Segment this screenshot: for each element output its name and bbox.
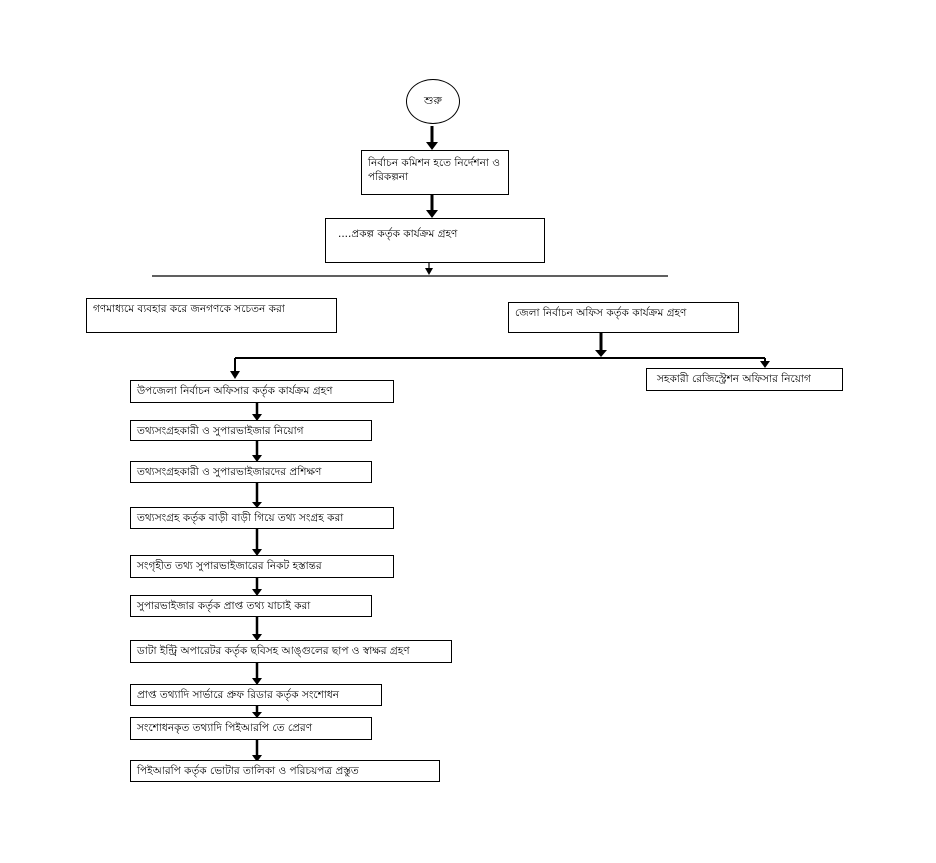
right-branch-label: জেলা নির্বাচন অফিস কর্তৃক কার্যক্রম গ্রহ… (515, 307, 687, 319)
step-box-1: উপজেলা নির্বাচন অফিসার কর্তৃক কার্যক্রম … (130, 380, 394, 403)
step-label: উপজেলা নির্বাচন অফিসার কর্তৃক কার্যক্রম … (137, 385, 333, 397)
left-branch-label: গণমাধ্যমে ব্যবহার করে জনগণকে সচেতন করা (93, 303, 285, 315)
main-arrows (430, 126, 603, 350)
project-label: ....প্রকল্প কর্তৃক কার্যক্রম গ্রহণ (338, 228, 458, 240)
left-branch-box: গণমাধ্যমে ব্যবহার করে জনগণকে সচেতন করা (86, 298, 337, 333)
step-label: সুপারভাইজার কর্তৃক প্রাপ্ত তথ্য যাচাই কর… (137, 600, 311, 612)
step-label: তথ্যসংগ্রহকারী ও সুপারভাইজার নিয়োগ (137, 425, 304, 437)
step-box-6: সুপারভাইজার কর্তৃক প্রাপ্ত তথ্য যাচাই কর… (130, 595, 372, 617)
start-node: শুরু (406, 79, 460, 124)
registration-officer-box: সহকারী রেজিস্ট্রেশন অফিসার নিয়োগ (646, 368, 843, 391)
step-box-7: ডাটা ইন্ট্রি অপারেটর কর্তৃক ছবিসহ আঙ্গুল… (130, 640, 452, 663)
step-label: তথ্যসংগ্রহকারী ও সুপারভাইজারদের প্রশিক্ষ… (137, 466, 322, 478)
step-box-10: পিইআরপি কর্তৃক ভোটার তালিকা ও পরিচয়পত্র… (130, 760, 440, 782)
step-box-3: তথ্যসংগ্রহকারী ও সুপারভাইজারদের প্রশিক্ষ… (130, 461, 372, 483)
step-box-4: তথ্যসংগ্রহ কর্তৃক বাড়ী বাড়ী গিয়ে তথ্য… (130, 507, 394, 529)
commission-label: নির্বাচন কমিশন হতে নির্দেশনা ও পরিকল্পনা (368, 157, 500, 183)
step-label: প্রাপ্ত তথ্যাদি সার্ভারে প্রুফ রিডার কর্… (137, 689, 340, 701)
step-label: তথ্যসংগ্রহ কর্তৃক বাড়ী বাড়ী গিয়ে তথ্য… (137, 512, 344, 524)
step-label: পিইআরপি কর্তৃক ভোটার তালিকা ও পরিচয়পত্র… (137, 765, 359, 777)
commission-box: নির্বাচন কমিশন হতে নির্দেশনা ও পরিকল্পনা (361, 150, 509, 195)
start-label: শুরু (424, 94, 442, 107)
step-label: সংশোধনকৃত তথ্যাদি পিইআরপি তে প্রেরণ (137, 722, 313, 734)
project-box: ....প্রকল্প কর্তৃক কার্যক্রম গ্রহণ (325, 218, 545, 263)
step-box-2: তথ্যসংগ্রহকারী ও সুপারভাইজার নিয়োগ (130, 420, 372, 441)
step-box-9: সংশোধনকৃত তথ্যাদি পিইআরপি তে প্রেরণ (130, 717, 372, 740)
step-box-5: সংগৃহীত তথ্য সুপারভাইজারের নিকট হস্তান্ত… (130, 555, 394, 578)
step-label: সংগৃহীত তথ্য সুপারভাইজারের নিকট হস্তান্ত… (137, 560, 322, 572)
right-branch-box: জেলা নির্বাচন অফিস কর্তৃক কার্যক্রম গ্রহ… (508, 302, 739, 333)
step-box-8: প্রাপ্ত তথ্যাদি সার্ভারে প্রুফ রিডার কর্… (130, 684, 382, 706)
step-label: ডাটা ইন্ট্রি অপারেটর কর্তৃক ছবিসহ আঙ্গুল… (137, 645, 410, 657)
registration-officer-label: সহকারী রেজিস্ট্রেশন অফিসার নিয়োগ (657, 373, 811, 385)
